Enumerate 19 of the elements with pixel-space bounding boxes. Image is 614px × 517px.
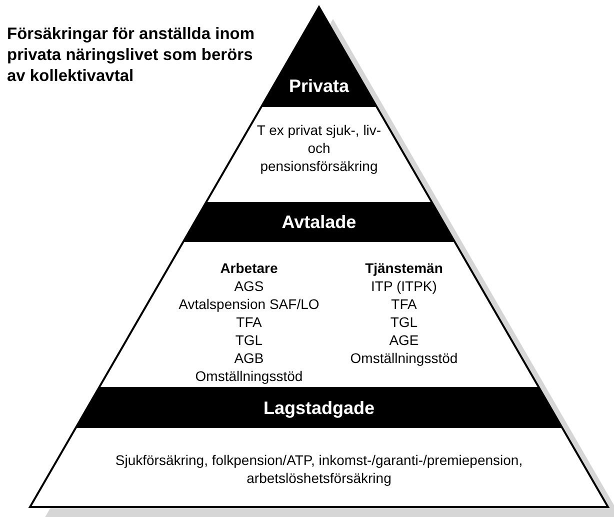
tier-description: Sjukförsäkring, folkpension/ATP, inkomst-/garanti-/premiepension, arbetslöshetsförsäkring (114, 451, 524, 487)
tier-description: T ex privat sjuk-, liv- och pensionsförsäkring (256, 121, 382, 175)
insurance-item: TFA (391, 295, 417, 313)
insurance-item: TFA (236, 313, 262, 331)
insurance-item: AGB (234, 349, 264, 367)
insurance-item: Omställningsstöd (195, 367, 303, 385)
tier-heading: Lagstadgade (263, 396, 375, 418)
insurance-item: Omställningsstöd (350, 349, 458, 367)
insurance-item: AGS (234, 277, 264, 295)
insurance-item: AGE (389, 331, 419, 349)
tier-heading: Avtalade (282, 211, 356, 233)
insurance-item: Avtalspension SAF/LO (178, 295, 320, 313)
insurance-item: ITP (ITPK) (371, 277, 437, 295)
column-heading: Arbetare (220, 259, 278, 277)
insurance-item: TGL (235, 331, 263, 349)
insurance-item: TGL (390, 313, 418, 331)
diagram-title: Försäkringar för anställda inom privata näringslivet som berörs av kollektivavtal (7, 24, 256, 87)
tier-heading: Privata (288, 75, 349, 97)
column-heading: Tjänstemän (365, 259, 443, 277)
